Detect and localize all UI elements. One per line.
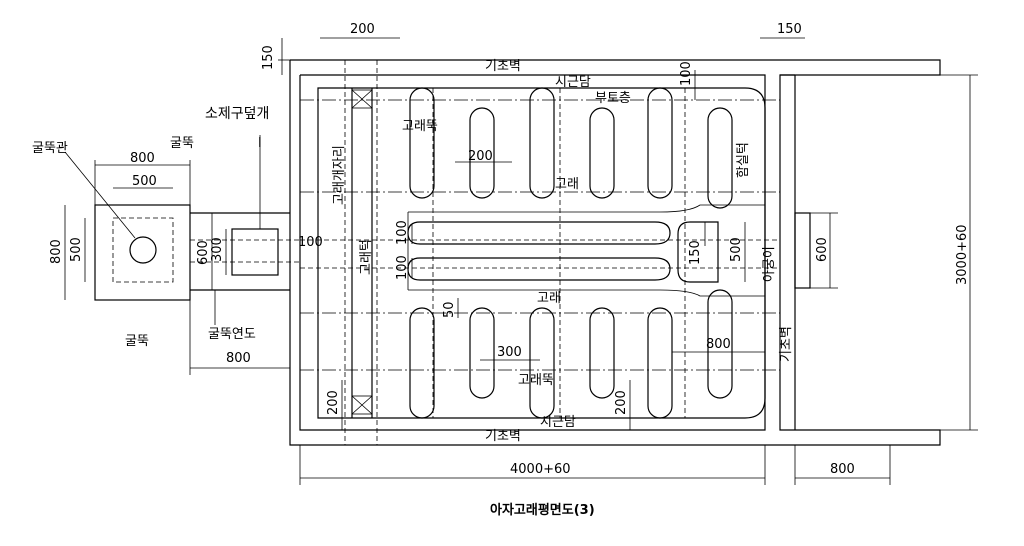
label-sojegu-deopgae: 소제구덮개 bbox=[205, 106, 269, 122]
dim-100-top: 100 bbox=[679, 61, 694, 86]
label-agungi: 아궁이 bbox=[762, 246, 777, 282]
dim-200-top: 200 bbox=[350, 22, 375, 37]
dimension-lines bbox=[64, 37, 978, 485]
siggeundam-boundary bbox=[317, 87, 766, 419]
dim-500-chimney: 500 bbox=[132, 174, 157, 189]
dim-3000: 3000+60 bbox=[955, 224, 970, 285]
dim-300-bottom: 300 bbox=[497, 345, 522, 360]
central-ridges bbox=[407, 204, 765, 297]
chimney bbox=[94, 204, 191, 301]
dim-200-bm: 200 bbox=[614, 390, 629, 415]
dim-100-g2: 100 bbox=[395, 255, 410, 280]
dim-600-right: 600 bbox=[815, 237, 830, 262]
gorae-gaejari bbox=[351, 88, 373, 418]
dim-100-g1: 100 bbox=[395, 220, 410, 245]
agungi-opening bbox=[794, 212, 811, 289]
goraedduk-top bbox=[409, 87, 733, 209]
dim-800-chimney: 800 bbox=[130, 151, 155, 166]
label-gulddukgwan: 굴뚝관 bbox=[32, 141, 68, 156]
label-goraedduk-bottom: 고래뚝 bbox=[518, 373, 554, 388]
label-gorae-bottom: 고래 bbox=[537, 291, 561, 306]
dim-300-flue: 300 bbox=[210, 237, 225, 262]
label-sojegu-leader-mark: l bbox=[258, 136, 262, 151]
dim-800-right-bottom: 800 bbox=[830, 462, 855, 477]
dim-800-left: 800 bbox=[49, 239, 64, 264]
dim-800-interior: 800 bbox=[706, 337, 731, 352]
flue bbox=[190, 212, 300, 291]
dim-500-left: 500 bbox=[69, 237, 84, 262]
label-foundation-wall-top: 기초벽 bbox=[485, 59, 521, 74]
dim-150-right: 150 bbox=[688, 240, 703, 265]
label-gulddeuk-yeondo: 굴뚝연도 bbox=[208, 327, 256, 342]
label-siggeundam-top: 시근담 bbox=[555, 75, 591, 90]
label-gulddeuk-bottom: 굴뚝 bbox=[125, 334, 149, 349]
label-siggeundam-bottom: 시근담 bbox=[540, 415, 576, 430]
dim-100-flue: 100 bbox=[298, 235, 323, 250]
label-gorae-gaejari: 고래개자리 bbox=[332, 145, 347, 205]
hidden-lines bbox=[300, 60, 780, 445]
dim-50: 50 bbox=[442, 301, 457, 318]
dim-200-mid: 200 bbox=[468, 149, 493, 164]
label-goraedduk-top: 고래뚝 bbox=[402, 119, 438, 134]
dim-500-right: 500 bbox=[729, 237, 744, 262]
goraedduk-bottom bbox=[409, 289, 733, 419]
dim-150-top-right: 150 bbox=[777, 22, 802, 37]
label-gorae-top: 고래 bbox=[555, 177, 579, 192]
foundation-wall bbox=[289, 59, 941, 446]
dim-800-flue-len: 800 bbox=[226, 351, 251, 366]
label-gorae-teok: 고래턱 bbox=[359, 239, 374, 275]
dim-4000: 4000+60 bbox=[510, 462, 571, 477]
label-foundation-wall-bottom: 기초벽 bbox=[485, 429, 521, 444]
label-gulddeuk-top: 굴뚝 bbox=[170, 136, 194, 151]
dim-150-top-left: 150 bbox=[261, 45, 276, 70]
dim-200-bl: 200 bbox=[326, 390, 341, 415]
label-hamsil-teok: 함실턱 bbox=[736, 142, 751, 178]
label-butocheung: 부토층 bbox=[595, 91, 631, 106]
text-labels: 기초벽 기초벽 시근담 시근담 부토층 고래뚝 고래뚝 고래 고래 고래개자리 … bbox=[32, 59, 794, 444]
dimension-texts: 150 200 150 100 200 800 500 800 500 600 … bbox=[49, 22, 970, 477]
drawing-caption: 아자고래평면도(3) bbox=[490, 502, 595, 518]
dim-600-flue: 600 bbox=[196, 240, 211, 265]
center-lines bbox=[300, 99, 780, 371]
label-foundation-wall-side: 기초벽 bbox=[779, 326, 794, 362]
